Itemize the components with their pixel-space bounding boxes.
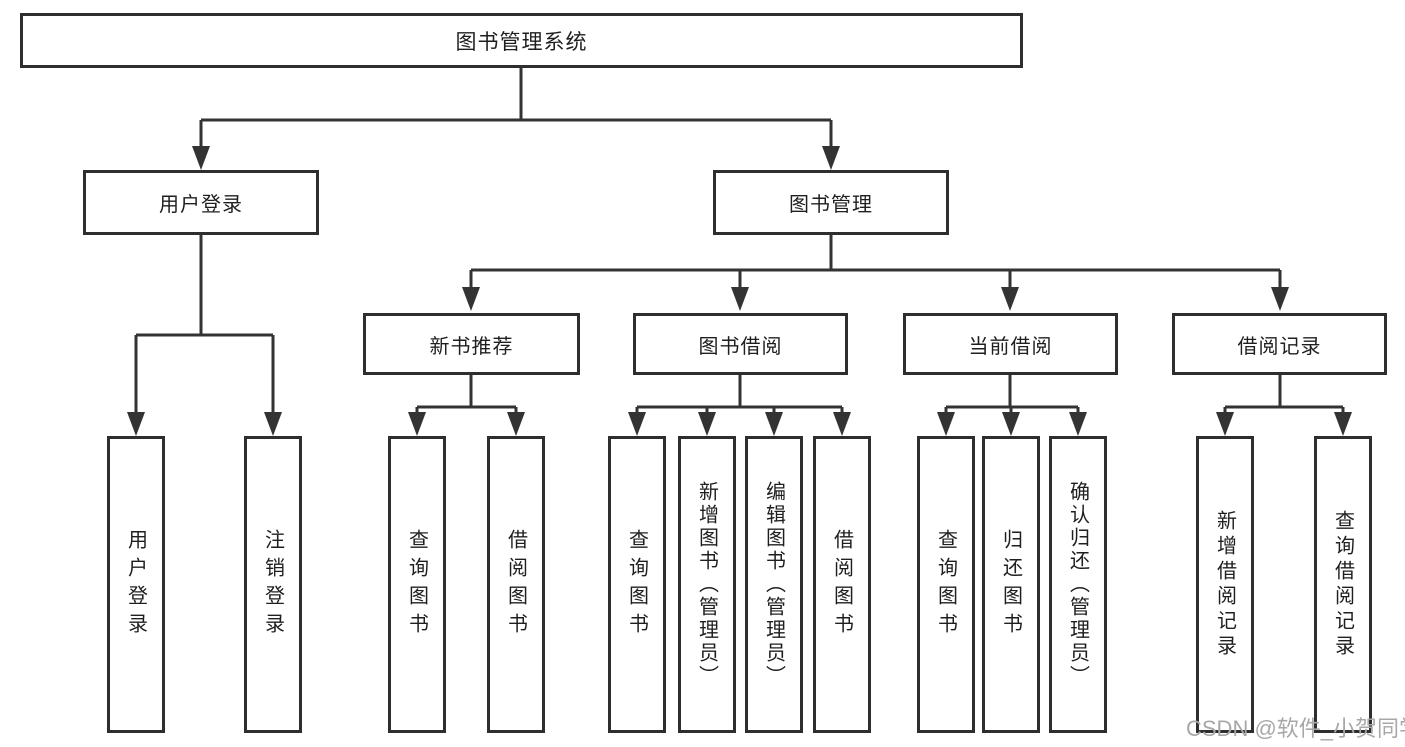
connector-borrow-records-children	[1216, 375, 1352, 436]
connector-new-book-recommend-children	[408, 375, 525, 436]
node-borrow-records: 借阅记录	[1172, 313, 1387, 375]
leaf-query-books-recommend: 查询图书	[388, 436, 446, 733]
node-root-book-management-system: 图书管理系统	[20, 13, 1023, 68]
node-current-borrow: 当前借阅	[903, 313, 1118, 375]
leaf-add-borrow-record: 新增借阅记录	[1196, 436, 1254, 733]
connector-current-borrow-children	[937, 375, 1087, 436]
leaf-query-books-current: 查询图书	[917, 436, 975, 733]
leaf-edit-books-admin: 编辑图书（管理员）	[745, 436, 803, 733]
node-book-borrow: 图书借阅	[633, 313, 848, 375]
leaf-user-login: 用户登录	[107, 436, 165, 733]
leaf-borrow-books-recommend: 借阅图书	[487, 436, 545, 733]
watermark: CSDN @软件_小贺同学	[1186, 716, 1405, 741]
leaf-borrow-books: 借阅图书	[813, 436, 871, 733]
leaf-logout: 注销登录	[244, 436, 302, 733]
leaf-confirm-return-admin: 确认归还（管理员）	[1049, 436, 1107, 733]
connector-book-borrow-children	[628, 375, 851, 436]
connector-user-login-children	[127, 235, 282, 436]
leaf-query-borrow-record: 查询借阅记录	[1314, 436, 1372, 733]
node-user-login: 用户登录	[83, 170, 319, 235]
connector-book-management-children	[462, 235, 1289, 311]
connector-root-to-level2	[192, 68, 840, 170]
leaf-add-books-admin: 新增图书（管理员）	[678, 436, 736, 733]
node-book-management: 图书管理	[713, 170, 949, 235]
leaf-query-books-borrow: 查询图书	[608, 436, 666, 733]
leaf-return-books: 归还图书	[982, 436, 1040, 733]
node-new-book-recommend: 新书推荐	[363, 313, 580, 375]
